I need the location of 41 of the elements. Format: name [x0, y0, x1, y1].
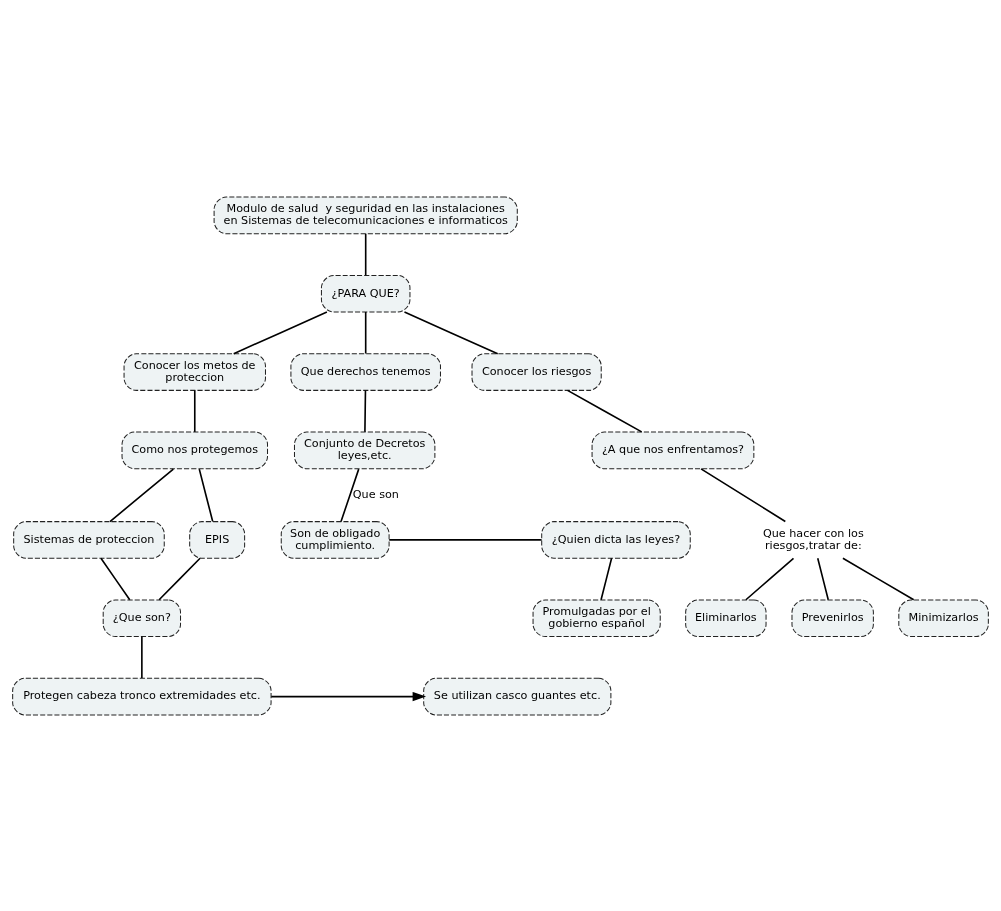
node-box: ¿Quien dicta las leyes? [541, 520, 691, 559]
connector [403, 310, 499, 354]
connector [364, 310, 367, 354]
connector [388, 538, 543, 541]
connector [100, 556, 131, 601]
node-box: Conocer los riesgos [471, 352, 602, 391]
connector [158, 556, 201, 601]
connector [700, 467, 787, 522]
connector [141, 635, 143, 679]
connector [232, 310, 328, 354]
node-box: Conocer los metos de proteccion [123, 352, 266, 391]
node-box: ¿PARA QUE? [320, 274, 411, 313]
node-box: Que derechos tenemos [290, 352, 441, 391]
node-box: Prevenirlos [791, 598, 874, 637]
connector [340, 467, 360, 522]
node-box: Conjunto de Decretos leyes,etc. [293, 431, 436, 469]
node-box: EPIS [189, 520, 246, 559]
node-box: Se utilizan casco guantes etc. [423, 677, 612, 715]
node-box: Son de obligado cumplimiento. [280, 520, 390, 559]
node-box: Como nos protegemos [121, 431, 268, 469]
node-text: Que hacer con los riesgos,tratar de: [762, 526, 864, 552]
edge-label: Que son [352, 487, 399, 501]
connector [566, 389, 643, 433]
node-box: ¿Que son? [102, 598, 182, 637]
connector [364, 232, 367, 276]
connector [364, 389, 367, 433]
arrow [270, 691, 427, 701]
node-box: Sistemas de proteccion [13, 520, 165, 559]
connector [816, 556, 830, 601]
node-box: Protegen cabeza tronco extremidades etc. [12, 677, 272, 715]
connector [109, 467, 175, 522]
node-box: Modulo de salud y seguridad en las instalaciones en Sistemas de telecomunicaciones e informaticos [213, 196, 518, 234]
connector [745, 556, 795, 601]
node-box: Minimizarlos [898, 598, 989, 637]
connector [842, 556, 915, 601]
node-box: ¿A que nos enfrentamos? [591, 431, 755, 469]
connector [600, 556, 613, 601]
connector [198, 467, 214, 522]
connector [193, 389, 196, 433]
node-box: Promulgadas por el gobierno español [532, 598, 661, 637]
node-box: Eliminarlos [685, 598, 767, 637]
